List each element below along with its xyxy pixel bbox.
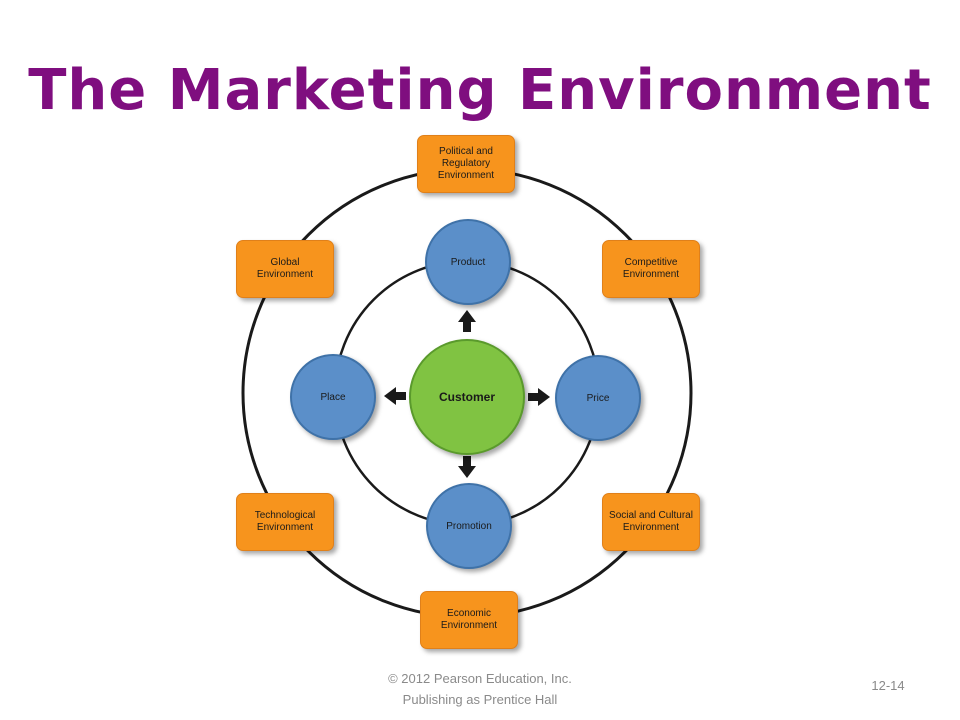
env-box-political: Political and Regulatory Environment bbox=[417, 135, 515, 193]
mix-label-promotion: Promotion bbox=[446, 520, 492, 532]
env-label-economic: Economic Environment bbox=[440, 608, 498, 631]
customer-circle: Customer bbox=[409, 339, 525, 455]
env-label-competitive: Competitive Environment bbox=[622, 257, 680, 280]
copyright-line-2: Publishing as Prentice Hall bbox=[402, 692, 558, 707]
mix-circle-place: Place bbox=[290, 354, 376, 440]
mix-label-product: Product bbox=[450, 256, 486, 268]
env-box-economic: Economic Environment bbox=[420, 591, 518, 649]
env-label-technological: Technological Environment bbox=[254, 510, 316, 533]
arrow-right bbox=[528, 388, 550, 406]
mix-label-place: Place bbox=[320, 391, 346, 403]
customer-label: Customer bbox=[438, 390, 495, 404]
env-label-political: Political and Regulatory Environment bbox=[437, 146, 495, 181]
mix-label-price: Price bbox=[586, 392, 610, 404]
env-box-global: Global Environment bbox=[236, 240, 334, 298]
mix-circle-promotion: Promotion bbox=[426, 483, 512, 569]
env-label-social-cultural: Social and Cultural Environment bbox=[609, 510, 693, 533]
mix-circle-product: Product bbox=[425, 219, 511, 305]
arrow-up bbox=[458, 310, 476, 332]
page-number: 12-14 bbox=[871, 678, 905, 693]
env-box-competitive: Competitive Environment bbox=[602, 240, 700, 298]
slide-title: The Marketing Environment bbox=[28, 58, 932, 123]
env-label-global: Global Environment bbox=[256, 257, 314, 280]
env-box-technological: Technological Environment bbox=[236, 493, 334, 551]
mix-circle-price: Price bbox=[555, 355, 641, 441]
copyright-line-1: © 2012 Pearson Education, Inc. bbox=[388, 671, 572, 686]
env-box-social-cultural: Social and Cultural Environment bbox=[602, 493, 700, 551]
copyright-notice: © 2012 Pearson Education, Inc. Publishin… bbox=[330, 668, 630, 710]
arrow-down bbox=[458, 456, 476, 478]
arrow-left bbox=[384, 387, 406, 405]
